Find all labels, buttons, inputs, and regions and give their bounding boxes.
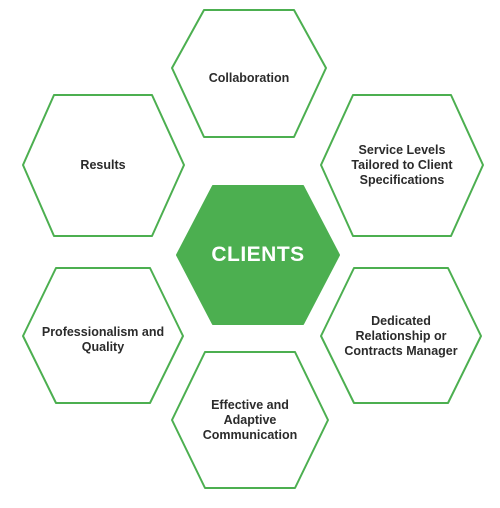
node-label-service-levels: Service Levels Tailored to Client Specif… <box>351 142 453 187</box>
hexagon-dedicated <box>320 267 482 404</box>
node-label-communication: Effective and Adaptive Communication <box>202 397 298 442</box>
node-label-dedicated: Dedicated Relationship or Contracts Mana… <box>344 313 458 358</box>
node-label-results: Results <box>80 157 126 172</box>
hexagon-communication <box>171 351 329 489</box>
hexagon-clients <box>176 185 340 325</box>
hexagon-professionalism <box>22 267 184 404</box>
hexagon-collaboration <box>171 9 327 138</box>
node-label-professionalism: Professionalism and Quality <box>41 325 165 354</box>
hexagon-service-levels <box>320 94 484 237</box>
hexagon-results <box>22 94 185 237</box>
center-label-clients: CLIENTS <box>211 243 305 266</box>
node-label-collaboration: Collaboration <box>208 70 290 85</box>
